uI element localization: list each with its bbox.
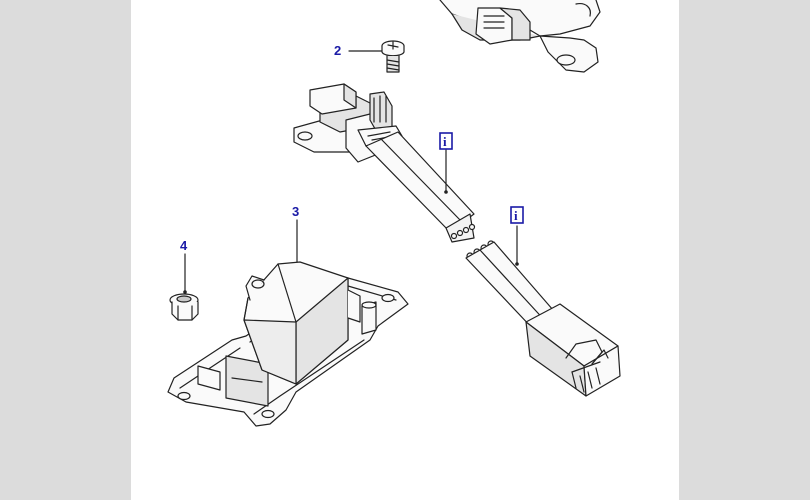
flat-cable-upper: [365, 131, 476, 243]
svg-text:i: i: [514, 208, 518, 223]
callout-2: 2: [334, 43, 341, 58]
upper-bracket-component: [439, 0, 601, 73]
actuator-part-3: [167, 261, 409, 427]
callout-4: 4: [180, 238, 188, 253]
callout-3: 3: [292, 204, 299, 219]
info-marker-upper[interactable]: i: [439, 132, 453, 150]
multi-pin-connector: [525, 303, 621, 397]
left-margin: [0, 0, 131, 500]
nut-part-4: [169, 293, 199, 321]
right-margin: [679, 0, 810, 500]
info-marker-lower[interactable]: i: [510, 206, 524, 224]
flat-cable-lower: [465, 225, 561, 331]
diagram-sheet: [131, 0, 679, 500]
screw-part-2: [348, 40, 405, 73]
sensor-assembly: [293, 83, 403, 163]
svg-text:i: i: [443, 134, 447, 149]
